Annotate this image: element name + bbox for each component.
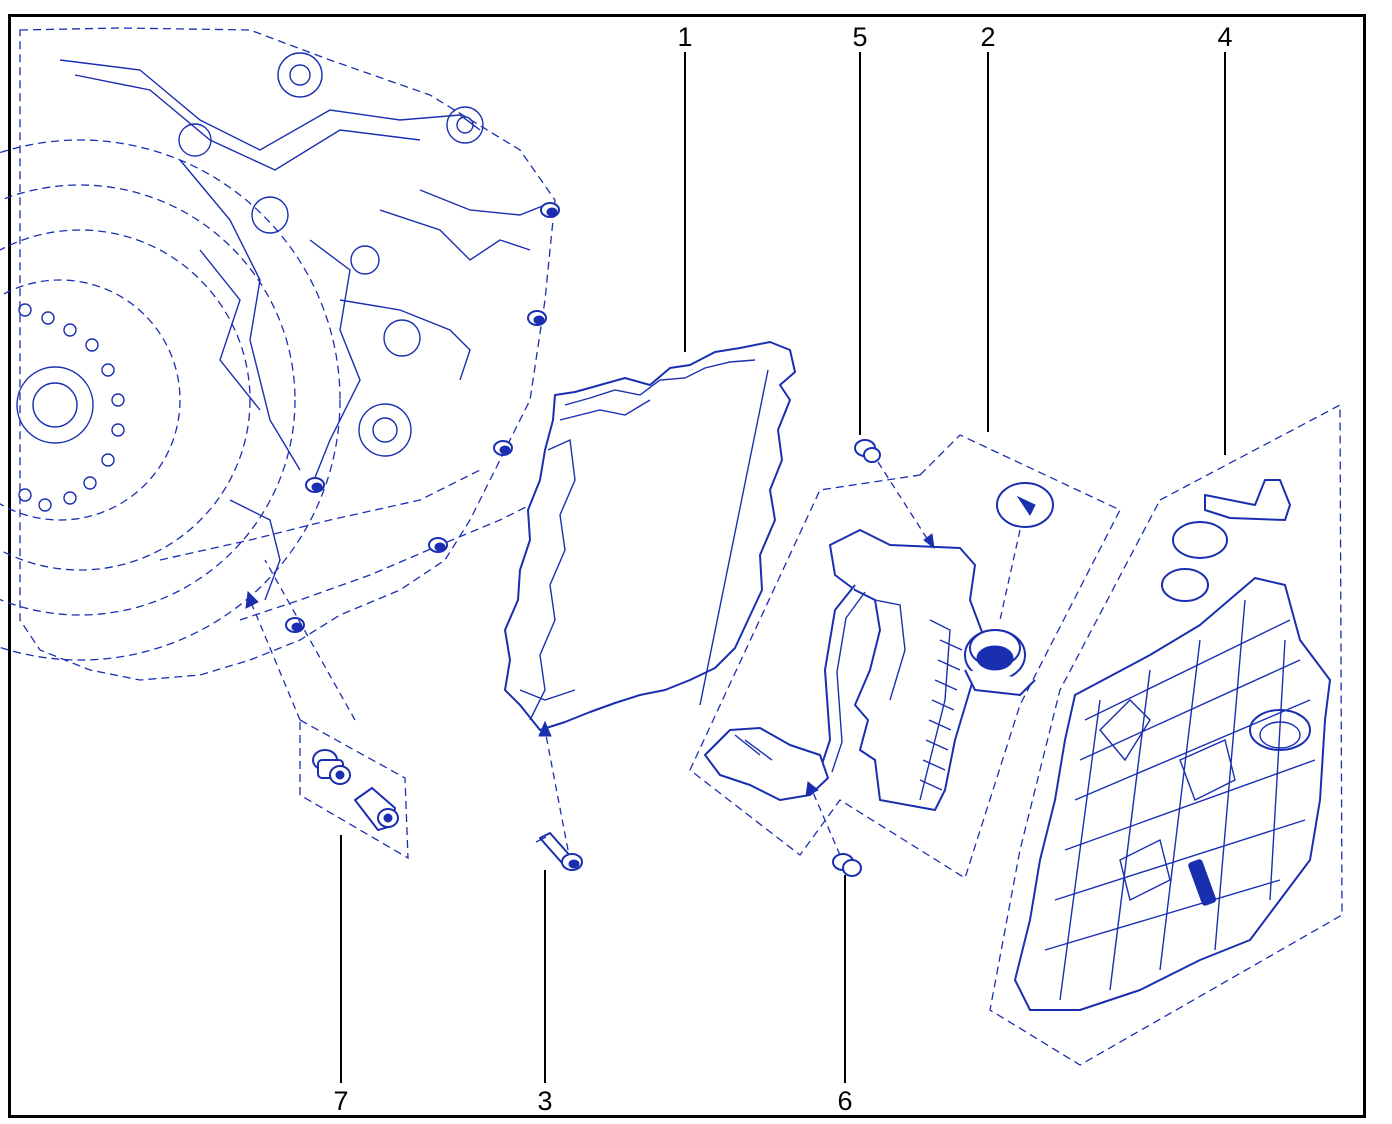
part-4-hydraulic-unit: [989, 403, 1343, 1066]
callout-2: 2: [980, 22, 995, 52]
flywheel-bolts: [18, 303, 125, 512]
transmission-housing: [0, 27, 560, 681]
callout-5: 5: [852, 22, 867, 52]
callout-4: 4: [1217, 22, 1232, 52]
connector-adapter: [354, 787, 399, 831]
part-3-bolt: [535, 832, 583, 871]
part-5-fastener: [854, 439, 881, 463]
part-2-control-unit: [689, 434, 1121, 879]
part-1-gasket: [504, 341, 796, 731]
callout-6: 6: [837, 1086, 852, 1116]
diagram-frame: [8, 14, 1366, 1118]
part-6-fastener: [832, 853, 862, 877]
callout-1: 1: [677, 22, 692, 52]
case-studs: [285, 202, 560, 633]
callout-7: 7: [333, 1086, 348, 1116]
connector-plug: [312, 749, 351, 785]
callout-leaders: [340, 52, 1226, 1083]
part-7-connector-kit: [299, 718, 409, 860]
callout-3: 3: [537, 1086, 552, 1116]
